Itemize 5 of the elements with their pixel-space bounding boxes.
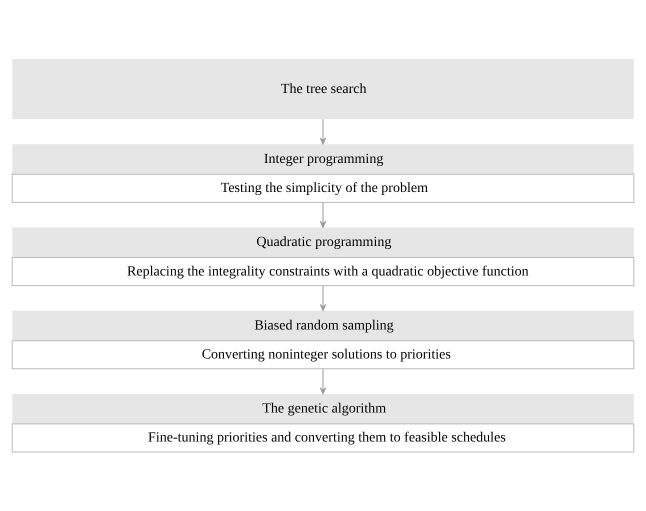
arrow xyxy=(320,369,326,394)
node-box: The tree search xyxy=(12,59,634,120)
arrow xyxy=(320,202,326,228)
arrow xyxy=(320,119,326,144)
arrow xyxy=(320,286,326,311)
